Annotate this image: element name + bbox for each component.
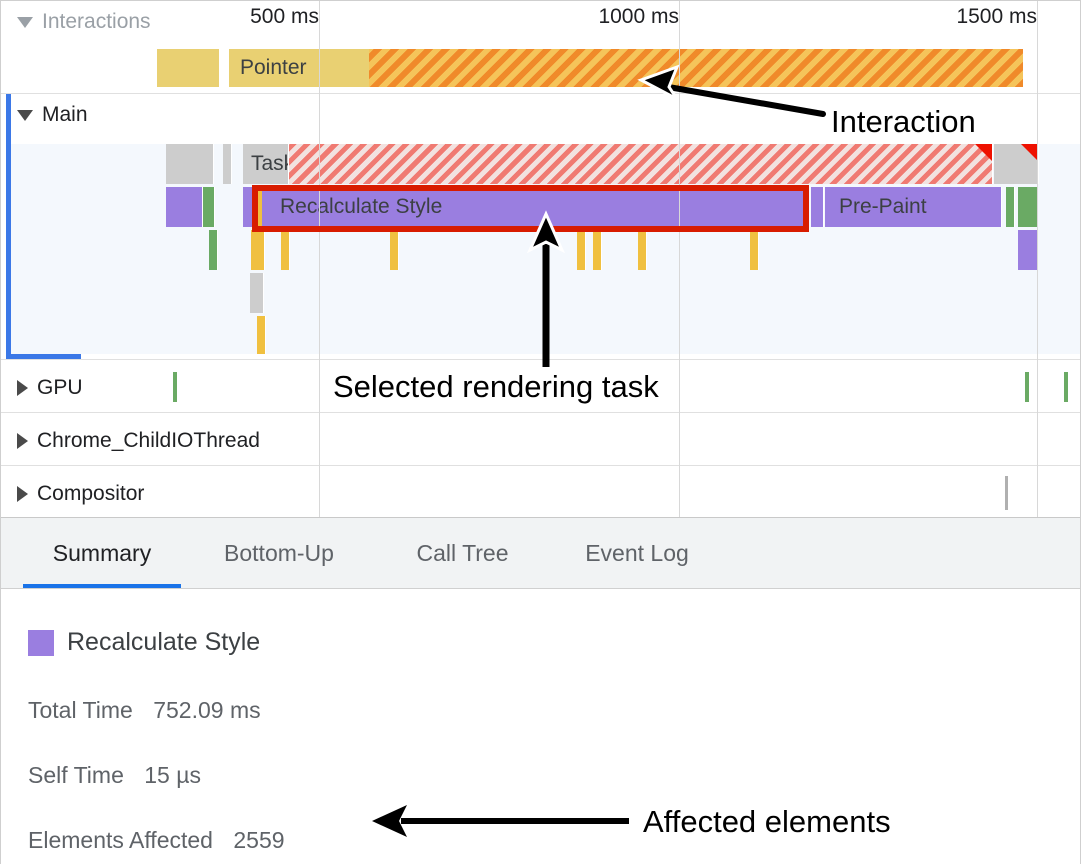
mini-event	[1025, 372, 1029, 402]
flame-event-recalculate-style[interactable]: Recalculate Style	[262, 187, 809, 227]
chevron-right-icon[interactable]	[17, 380, 28, 396]
flame-event[interactable]	[750, 230, 759, 270]
flame-event[interactable]	[223, 144, 232, 184]
flame-event-task[interactable]: Task	[243, 144, 289, 184]
ruler-tick-1000: 1000 ms	[598, 5, 679, 28]
summary-value-elements-affected: 2559	[233, 827, 285, 853]
flame-event[interactable]	[251, 230, 265, 270]
tab-active-underline	[23, 584, 181, 588]
main-selection-border-bottom	[6, 354, 81, 359]
flame-event[interactable]	[811, 187, 824, 227]
tab-event-log-label: Event Log	[585, 539, 689, 566]
flame-event[interactable]	[257, 316, 266, 354]
mini-event	[1005, 476, 1008, 510]
ruler-tick-500: 500 ms	[250, 5, 319, 28]
annotation-label-selected-task: Selected rendering task	[333, 369, 659, 404]
annotation-label-interaction: Interaction	[831, 104, 976, 139]
flame-event-long-task[interactable]	[289, 144, 993, 184]
summary-event-title: Recalculate Style	[28, 628, 260, 657]
annotation-label-affected-elements: Affected elements	[643, 804, 891, 839]
tab-call-tree[interactable]: Call Tree	[403, 518, 522, 588]
track-header-main[interactable]: Main	[17, 103, 88, 127]
tab-summary-label: Summary	[52, 539, 152, 566]
track-label-compositor: Compositor	[37, 482, 145, 505]
track-label-interactions: Interactions	[42, 10, 151, 33]
tab-event-log[interactable]: Event Log	[569, 518, 705, 588]
warning-corner-icon	[1021, 144, 1038, 161]
flame-event[interactable]	[390, 230, 399, 270]
event-color-swatch	[28, 629, 54, 656]
flame-event[interactable]	[250, 273, 264, 313]
tab-call-tree-label: Call Tree	[416, 539, 509, 566]
flame-event-pre-paint[interactable]: Pre-Paint	[825, 187, 1002, 227]
flame-event[interactable]	[638, 230, 647, 270]
mini-event	[173, 372, 177, 402]
summary-event-name: Recalculate Style	[67, 628, 261, 656]
chevron-down-icon[interactable]	[17, 109, 33, 121]
track-label-chrome-childiothread: Chrome_ChildIOThread	[37, 429, 260, 452]
flame-event[interactable]	[1006, 187, 1015, 227]
summary-row-elements-affected: Elements Affected 2559	[28, 827, 285, 854]
warning-corner-icon	[975, 144, 992, 161]
track-gpu[interactable]: GPU	[1, 359, 1080, 413]
chevron-right-icon[interactable]	[17, 433, 28, 449]
track-header-interactions[interactable]: Interactions	[17, 10, 151, 34]
track-interactions[interactable]: Interactions Pointer	[1, 1, 1080, 94]
flame-event[interactable]	[209, 230, 218, 270]
summary-row-total-time: Total Time 752.09 ms	[28, 697, 261, 724]
summary-content: Recalculate Style Total Time 752.09 ms S…	[1, 589, 1080, 864]
interaction-bar-pre[interactable]	[157, 49, 219, 87]
summary-row-self-time: Self Time 15 µs	[28, 762, 201, 789]
flame-event[interactable]	[166, 187, 203, 227]
track-chrome-childiothread[interactable]: Chrome_ChildIOThread	[1, 412, 1080, 466]
track-header-chrome-childiothread[interactable]: Chrome_ChildIOThread	[17, 429, 260, 453]
tab-summary[interactable]: Summary	[23, 518, 181, 588]
timeline-ruler: 500 ms 1000 ms 1500 ms	[1, 5, 1080, 39]
summary-key-self-time: Self Time	[28, 762, 124, 788]
summary-key-elements-affected: Elements Affected	[28, 827, 213, 853]
track-label-main: Main	[42, 103, 88, 126]
interaction-bar-pointer[interactable]: Pointer	[229, 49, 369, 87]
track-label-gpu: GPU	[37, 376, 83, 399]
main-selection-border-left	[6, 94, 11, 359]
track-compositor[interactable]: Compositor	[1, 465, 1080, 517]
details-tabbar[interactable]: Summary Bottom-Up Call Tree Event Log	[1, 518, 1080, 589]
tab-bottom-up-label: Bottom-Up	[224, 539, 334, 566]
flame-event[interactable]	[281, 230, 290, 270]
interaction-bar-long[interactable]	[369, 49, 1023, 87]
mini-event	[1064, 372, 1068, 402]
track-header-gpu[interactable]: GPU	[17, 376, 83, 400]
flame-event[interactable]	[166, 144, 214, 184]
flame-event[interactable]	[577, 230, 586, 270]
track-header-compositor[interactable]: Compositor	[17, 482, 144, 506]
tab-bottom-up[interactable]: Bottom-Up	[205, 518, 353, 588]
summary-value-self-time: 15 µs	[144, 762, 201, 788]
summary-value-total-time: 752.09 ms	[153, 697, 261, 723]
flame-event[interactable]	[994, 144, 1039, 184]
details-panel: Summary Bottom-Up Call Tree Event Log Re…	[1, 517, 1080, 864]
summary-key-total-time: Total Time	[28, 697, 133, 723]
flame-event[interactable]	[203, 187, 215, 227]
ruler-tick-1500: 1500 ms	[956, 5, 1037, 28]
chevron-right-icon[interactable]	[17, 486, 28, 502]
track-divider	[1, 93, 1080, 94]
flame-event[interactable]	[593, 230, 602, 270]
chevron-down-icon[interactable]	[17, 16, 33, 28]
